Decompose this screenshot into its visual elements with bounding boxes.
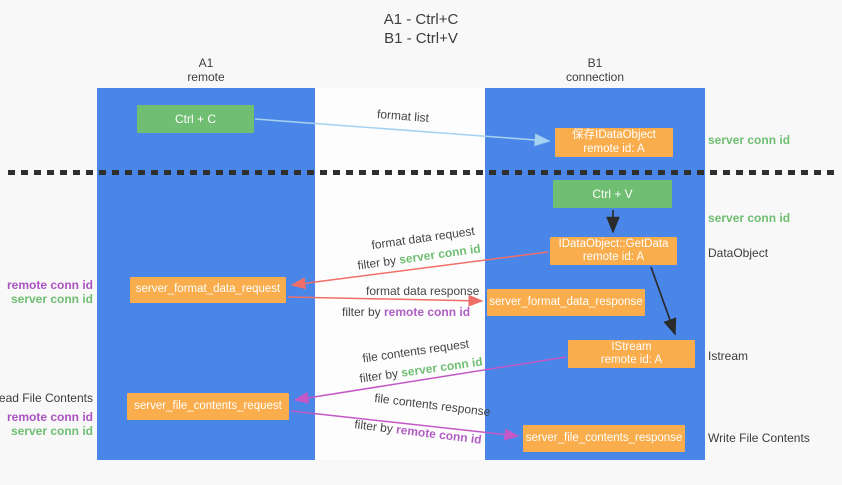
annot-remote-conn-id-1: remote conn id — [6, 278, 93, 292]
annot-read-file-contents: Read File Contents — [0, 391, 93, 405]
lifeline-a1-role: remote — [187, 70, 225, 84]
remote-conn-id-keyword: remote conn id — [384, 305, 471, 319]
node-server-file-contents-response: server_file_contents_response — [523, 425, 685, 452]
node-ctrl-v: Ctrl + V — [553, 180, 672, 208]
annot-server-conn-id-mid: server conn id — [708, 211, 791, 225]
title-line-ctrl-v: B1 - Ctrl+V — [384, 30, 458, 47]
node-idataobject-getdata-line2: remote id: A — [582, 251, 645, 263]
machine-boundary-dotted-line — [8, 170, 834, 175]
diagram-title: A1 - Ctrl+C B1 - Ctrl+V — [0, 10, 842, 48]
lifeline-b1-role: connection — [565, 70, 625, 84]
lifeline-a1-name: A1 — [198, 56, 214, 70]
lifeline-header-a1: A1 remote — [97, 56, 315, 84]
node-server-format-data-response-label: server_format_data_response — [489, 295, 643, 308]
annot-write-file-contents: Write File Contents — [708, 431, 810, 445]
annot-server-conn-id-top: server conn id — [708, 133, 791, 147]
node-server-format-data-response: server_format_data_response — [487, 289, 645, 316]
annot-server-conn-id-2: server conn id — [10, 424, 93, 438]
filter-by-text: filter by — [342, 305, 385, 319]
node-server-file-contents-request: server_file_contents_request — [127, 393, 289, 420]
annot-server-conn-id-1: server conn id — [10, 292, 93, 306]
node-server-format-data-request: server_format_data_request — [130, 277, 286, 303]
node-ctrl-v-label: Ctrl + V — [592, 187, 633, 201]
lifeline-b1-name: B1 — [587, 56, 603, 70]
node-idataobject-getdata: IDataObject::GetData remote id: A — [550, 237, 677, 265]
annot-dataobject: DataObject — [708, 246, 769, 260]
label-format-data-response: format data response — [366, 284, 480, 298]
node-istream-line1: IStream — [611, 340, 652, 353]
node-server-format-data-request-label: server_format_data_request — [135, 283, 281, 296]
node-save-idataobject-line1: 保存IDataObject — [572, 129, 656, 141]
node-istream: IStream remote id: A — [568, 340, 695, 368]
node-ctrl-c: Ctrl + C — [137, 105, 254, 133]
label-filter-remote-conn-id-1: filter by remote conn id — [342, 305, 470, 319]
node-ctrl-c-label: Ctrl + C — [174, 112, 216, 126]
node-server-file-contents-request-label: server_file_contents_request — [134, 399, 282, 412]
lifeline-header-b1: B1 connection — [485, 56, 705, 84]
annot-remote-conn-id-2: remote conn id — [6, 410, 93, 424]
node-server-file-contents-response-label: server_file_contents_response — [525, 431, 683, 444]
node-save-idataobject: 保存IDataObject remote id: A — [555, 128, 673, 157]
node-istream-line2: remote id: A — [600, 354, 663, 366]
node-idataobject-getdata-line1: IDataObject::GetData — [558, 237, 669, 250]
title-line-ctrl-c: A1 - Ctrl+C — [383, 11, 459, 28]
node-save-idataobject-line2: remote id: A — [583, 142, 645, 155]
annot-istream: Istream — [708, 349, 749, 363]
